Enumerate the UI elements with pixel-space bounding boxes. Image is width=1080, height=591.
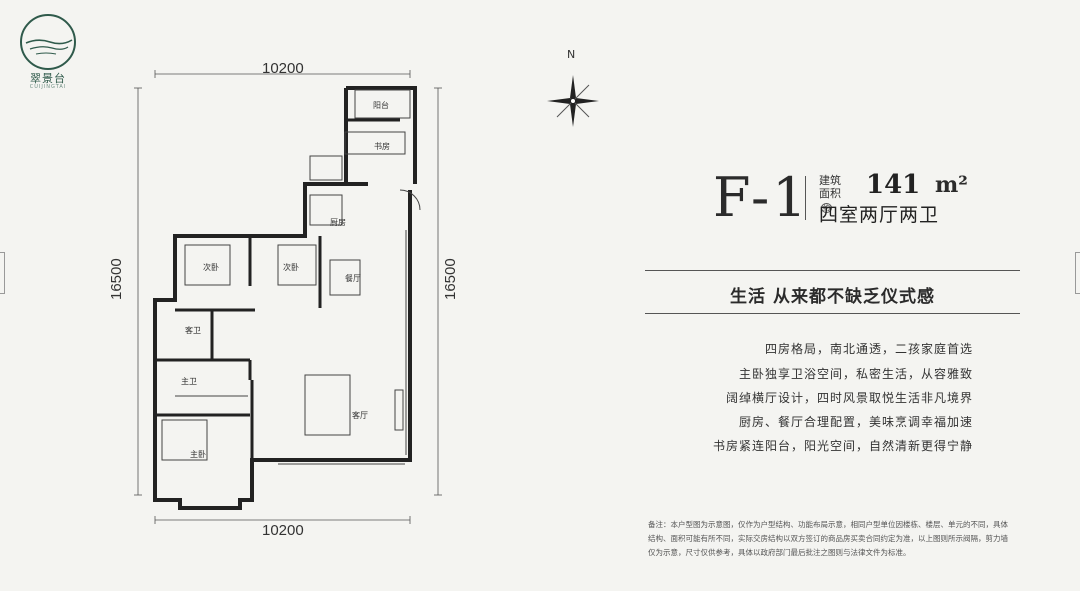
right-edge-tab [1075, 252, 1080, 294]
disclaimer-note: 备注：本户型图为示意图，仅作为户型结构、功能布局示意，相同户型单位因楼栋、楼层、… [648, 518, 1028, 560]
feature-item: 书房紧连阳台，阳光空间，自然清新更得宁静 [712, 439, 973, 453]
feature-item: 阔绰横厅设计，四时风景取悦生活非凡境界 [725, 391, 973, 405]
logo-name: 翠景台 [30, 72, 66, 85]
feature-item: 主卧独享卫浴空间，私密生活，从容雅致 [738, 367, 973, 381]
note-line: 仅为示意，尺寸仅供参考，具体以政府部门最后批注之图则与法律文件为标准。 [648, 548, 911, 557]
feature-item: 厨房、餐厅合理配置，美味烹调幸福加速 [738, 415, 973, 429]
room-dining: 餐厅 [345, 274, 361, 283]
layout-type: 四室两厅两卫 [819, 204, 940, 226]
room-balcony: 阳台 [373, 101, 389, 110]
room-master-bed: 主卧 [190, 450, 206, 459]
room-master-bath: 主卫 [181, 377, 197, 386]
left-edge-tab [0, 252, 5, 294]
divider-bottom [645, 313, 1020, 314]
area-caption-line2: 面积约 [819, 187, 849, 215]
logo-emblem [20, 14, 76, 70]
room-kitchen: 厨房 [330, 218, 346, 227]
dimension-bottom: 10200 [262, 522, 304, 539]
room-bedroom-2b: 次卧 [283, 263, 299, 272]
dimension-right: 16500 [442, 258, 459, 300]
compass-rose-icon [547, 75, 599, 127]
logo-waves-icon [25, 39, 73, 55]
logo-subtitle: CUIJINGTAI [29, 84, 67, 90]
note-line: 备注：本户型图为示意图，仅作为户型结构、功能布局示意，相同户型单位因楼栋、楼层、… [648, 520, 1008, 529]
feature-item: 四房格局，南北通透，二孩家庭首选 [764, 342, 973, 356]
area-caption-2: 面积 [819, 187, 841, 200]
divider-top [645, 270, 1020, 271]
dimension-left: 16500 [108, 258, 125, 300]
area-unit: m² [935, 172, 968, 198]
room-guest-bath: 客卫 [185, 326, 201, 335]
unit-code: F-1 [713, 166, 810, 229]
room-bedroom-2a: 次卧 [203, 263, 219, 272]
area-caption: 建筑 面积约 [819, 174, 849, 215]
unit-divider [805, 176, 806, 220]
room-study: 书房 [374, 142, 390, 151]
compass-north-label: N [567, 48, 576, 61]
area-approx-badge: 约 [821, 203, 832, 213]
floor-plan [134, 70, 442, 524]
dimension-top: 10200 [262, 60, 304, 77]
slogan: 生活 从来都不缺乏仪式感 [730, 287, 935, 307]
area-value: 141 [866, 170, 921, 200]
area-caption-line1: 建筑 [819, 174, 841, 187]
note-line: 结构、面积可能有所不同，实际交房结构以双方签订的商品房买卖合同约定为准，以上图则… [648, 534, 1008, 543]
room-living: 客厅 [352, 411, 368, 420]
